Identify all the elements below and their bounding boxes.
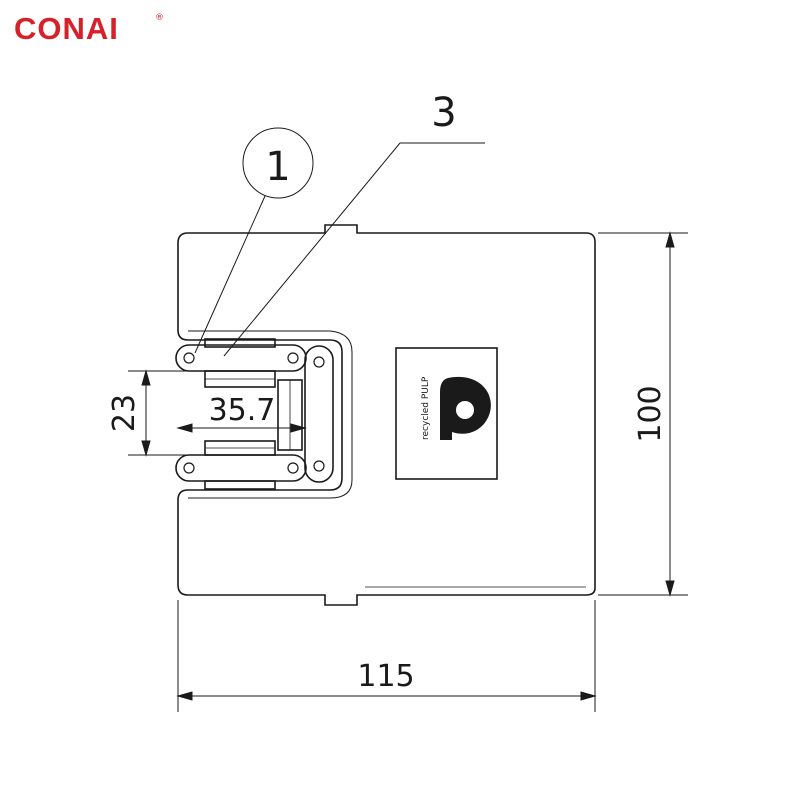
callout-3: [223, 142, 485, 357]
logo-registered-mark: ®: [155, 13, 164, 23]
recycled-pulp-stamp: recycled PULP: [395, 347, 498, 480]
dimension-slot-height: [128, 369, 205, 457]
dimension-height: [598, 231, 688, 597]
rivet: [287, 352, 299, 364]
conai-logo: CONAI ®: [14, 11, 164, 46]
callout-1: [194, 127, 314, 354]
dimension-width: [176, 600, 597, 712]
tray-outline: [177, 224, 596, 606]
slot-width-label: 35.7: [209, 393, 276, 428]
tray-inner-edge: [188, 330, 353, 499]
rivet: [183, 462, 195, 474]
width-label: 115: [357, 659, 414, 694]
rivets: [183, 352, 325, 474]
callout-1-label: 1: [265, 144, 290, 190]
rivet: [183, 352, 195, 364]
dimension-slot-width: [176, 423, 307, 433]
rivet: [313, 460, 325, 472]
upper-strap: [175, 338, 307, 388]
logo-text: CONAI: [14, 11, 119, 46]
stamp-label: recycled PULP: [421, 376, 431, 440]
slot-height-label: 23: [107, 394, 142, 432]
height-label: 100: [633, 385, 668, 442]
lower-strap: [175, 440, 307, 490]
rivet: [313, 356, 325, 368]
callout-3-label: 3: [431, 90, 456, 136]
rivet: [287, 462, 299, 474]
vertical-strap: [277, 345, 334, 483]
